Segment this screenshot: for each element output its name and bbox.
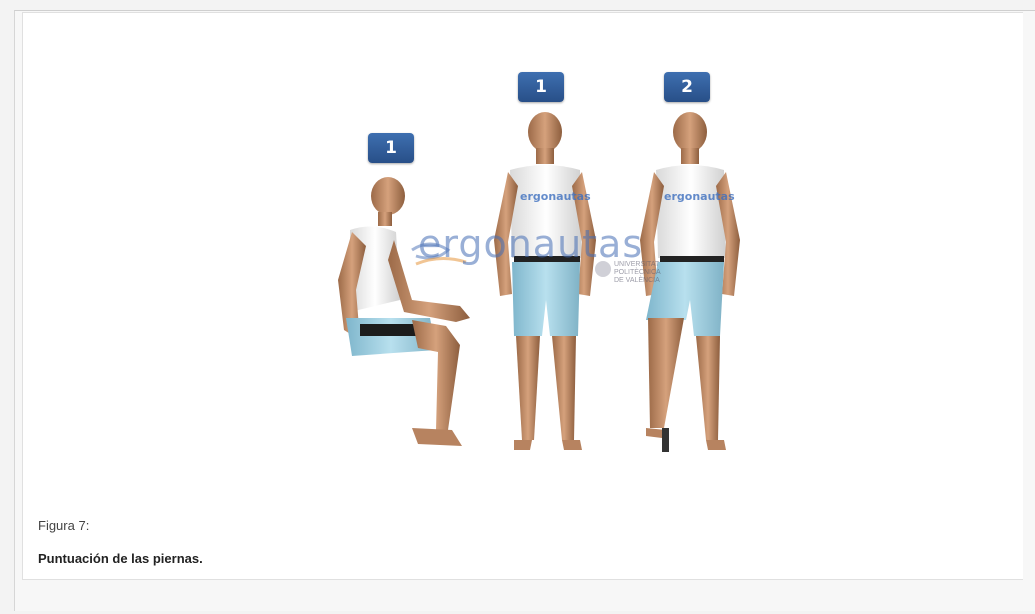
score-badge-seated: 1 (368, 133, 414, 163)
watermark-org: UNIVERSITAT POLITÈCNICA DE VALÈNCIA (614, 261, 661, 285)
shirt-print-3: ergonautas (664, 190, 735, 203)
watermark-org-line-3: DE VALÈNCIA (614, 277, 661, 285)
score-badge-standing-one-leg: 2 (664, 72, 710, 102)
score-badge-standing-both-legs: 1 (518, 72, 564, 102)
figure-caption-label: Figura 7: (38, 518, 89, 533)
watermark-org-line-2: POLITÈCNICA (614, 269, 661, 277)
standing-figure-both-legs (494, 112, 596, 450)
watermark-org-line-1: UNIVERSITAT (614, 261, 661, 269)
watermark-brand: ergonautas (418, 222, 643, 266)
figure-caption-title: Puntuación de las piernas. (38, 551, 203, 566)
shirt-print-2: ergonautas (520, 190, 591, 203)
seated-figure (338, 177, 470, 446)
